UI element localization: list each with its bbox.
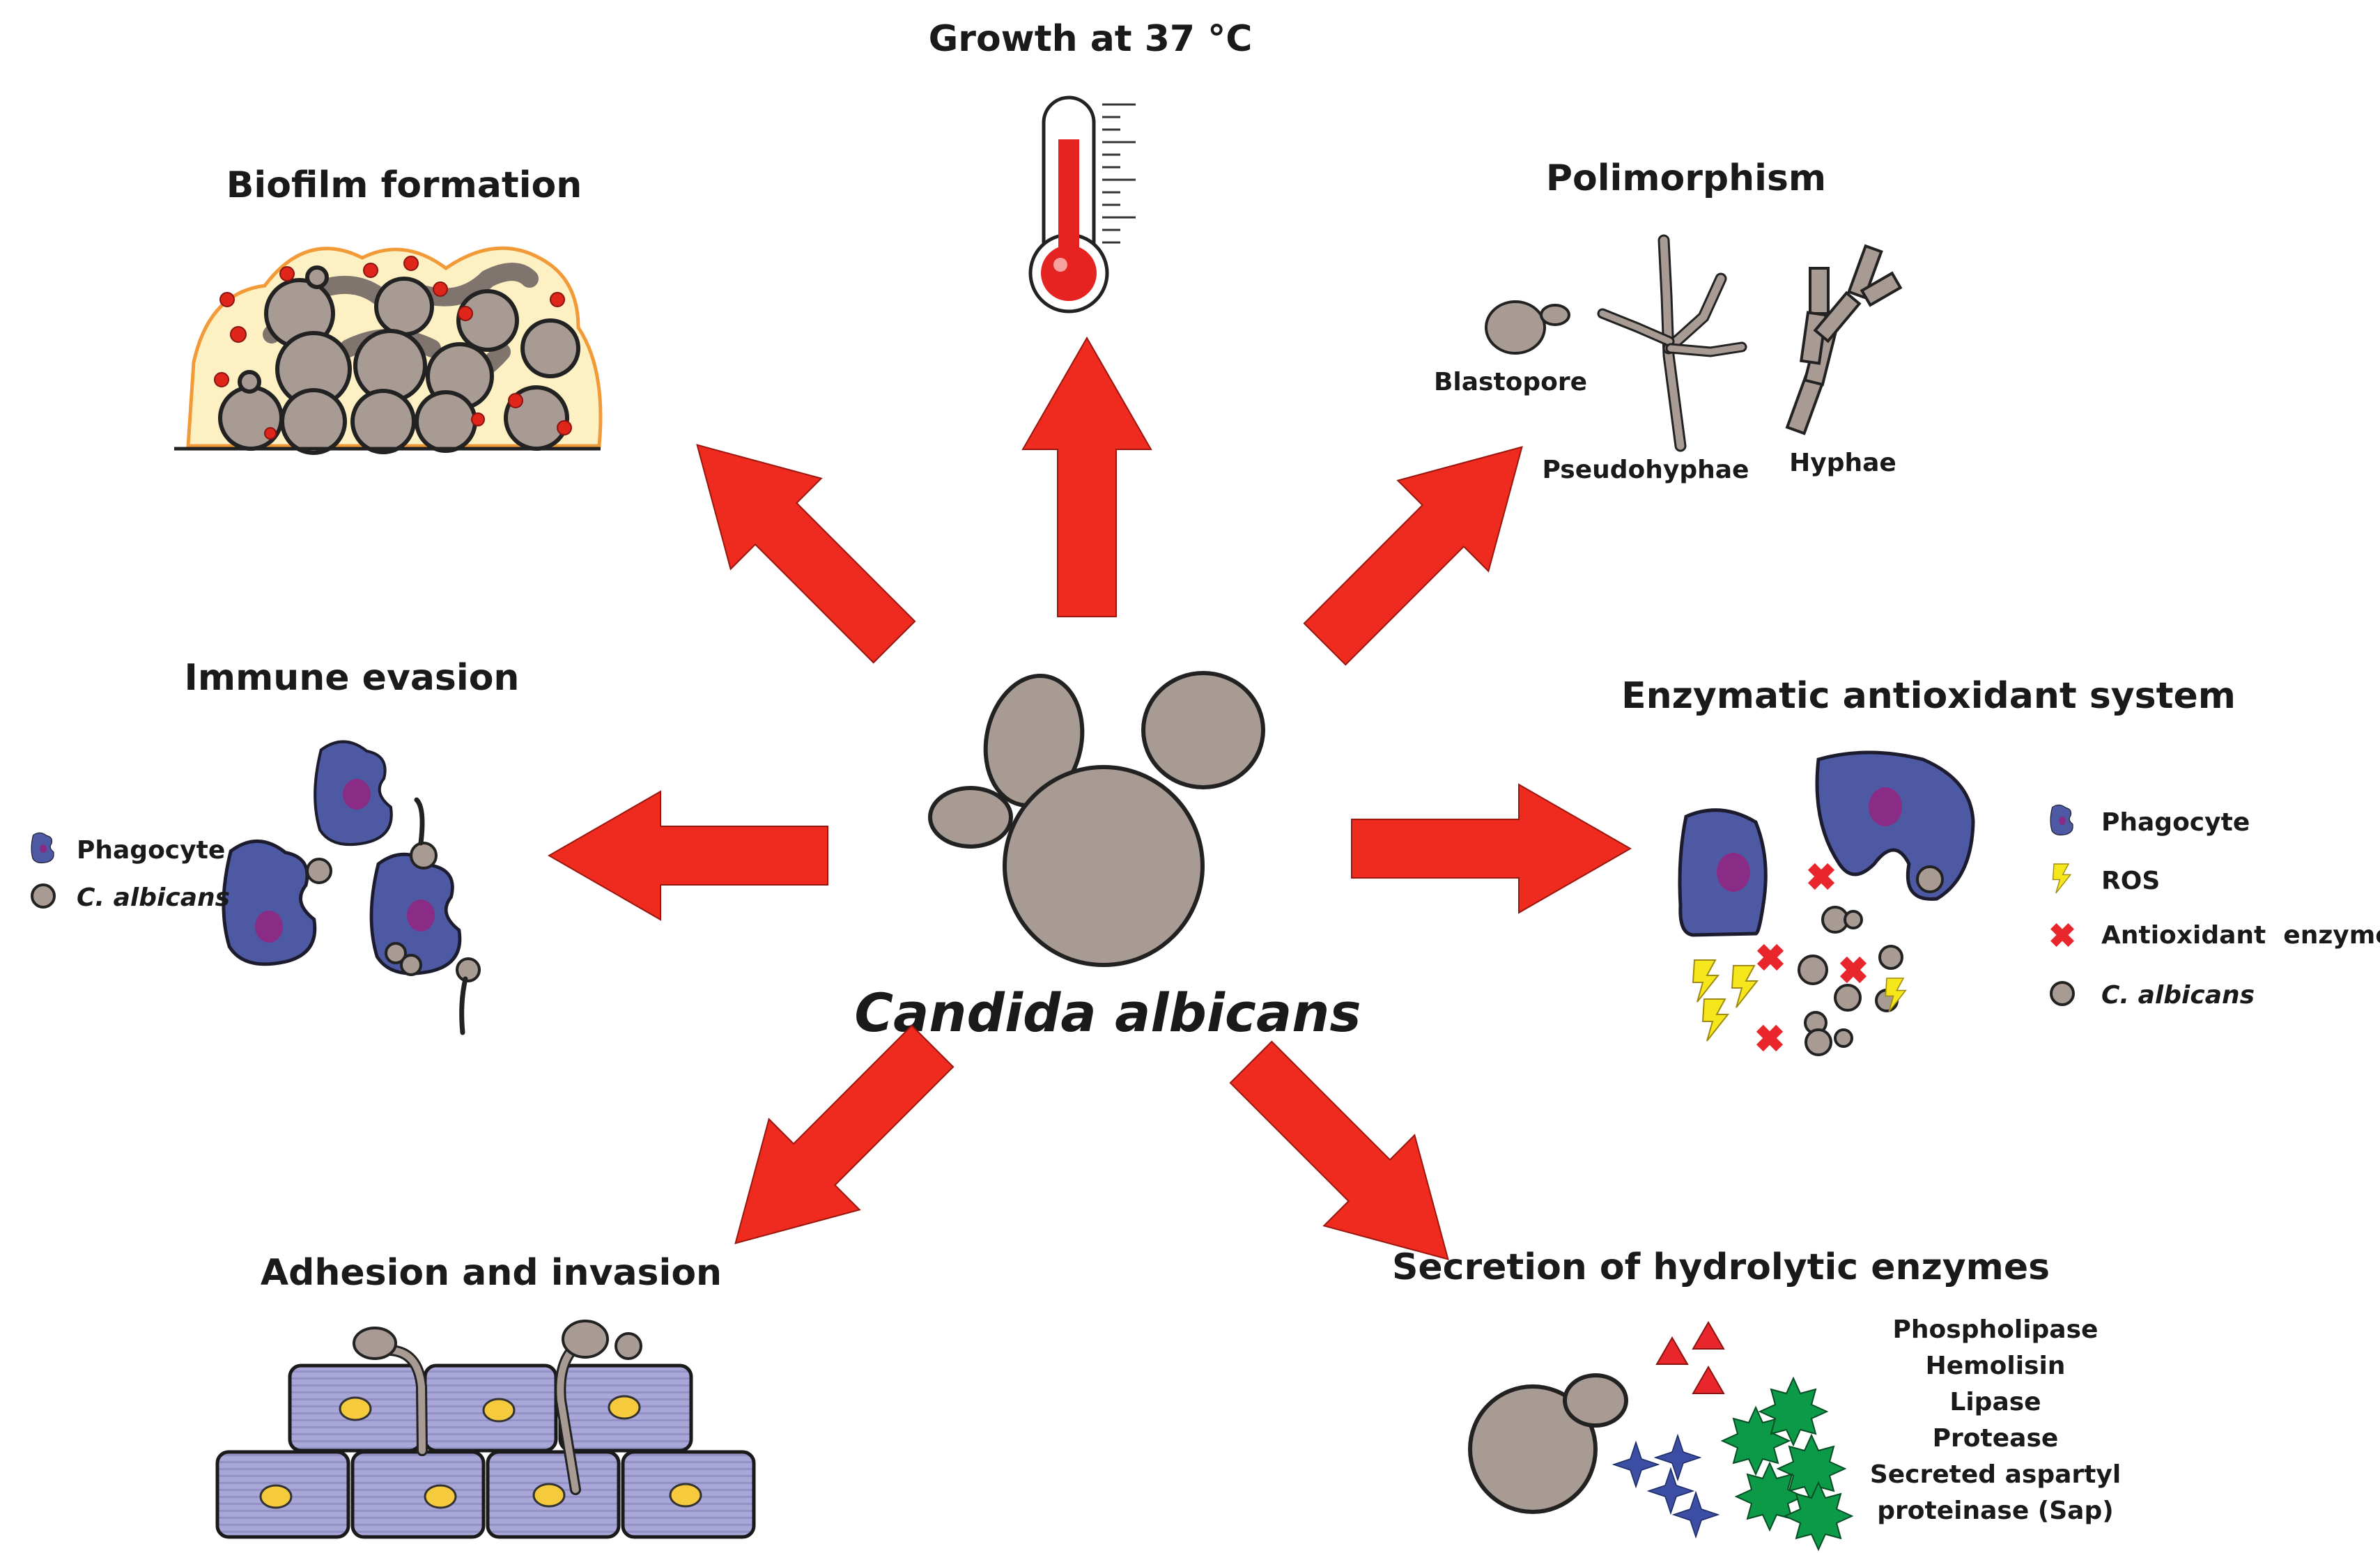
enzyme-phospholipase: Phospholipase	[1893, 1315, 2099, 1344]
antioxidant-title: Enzymatic antioxidant system	[1621, 675, 2236, 717]
blastopore-label: Blastopore	[1434, 368, 1587, 396]
enzyme-hemolisin: Hemolisin	[1926, 1352, 2066, 1380]
pseudohyphae-label: Pseudohyphae	[1543, 456, 1749, 484]
triangle-enzymes	[1655, 1321, 1725, 1394]
arrow-to-antioxidant	[1351, 783, 1632, 914]
immune-legend-c-albicans: C. albicans	[77, 883, 230, 912]
growth-title: Growth at 37 °C	[929, 18, 1253, 60]
hydrolytic-illustration	[1468, 1321, 1854, 1552]
pseudohyphae-icon	[1597, 234, 1747, 452]
immune-title: Immune evasion	[185, 657, 520, 699]
arrow-to-adhesion	[734, 1024, 955, 1244]
sparkle-enzymes	[1612, 1433, 1720, 1539]
antioxidant-x-marks	[1756, 863, 1867, 1052]
hyphae-label: Hyphae	[1789, 449, 1896, 477]
center-candida-cells	[928, 671, 1265, 967]
lightning-icon	[2052, 863, 2071, 894]
star-enzymes	[1720, 1376, 1854, 1552]
enzyme-sap-line1: Secreted aspartyl	[1870, 1460, 2121, 1489]
adhesion-title: Adhesion and invasion	[261, 1252, 722, 1294]
biofilm-title: Biofilm formation	[226, 164, 582, 206]
antioxidant-illustration	[1678, 750, 1975, 1056]
antioxidant-legend-antioxidant-enzymes: Antioxidant enzymes	[2101, 921, 2380, 950]
immune-legend-phagocyte: Phagocyte	[77, 836, 225, 865]
enzyme-list: Phospholipase Hemolisin Lipase Protease …	[1870, 1315, 2121, 1525]
antioxidant-legend-ros: ROS	[2101, 867, 2160, 895]
antioxidant-legend-phagocyte: Phagocyte	[2101, 808, 2250, 837]
arrow-to-growth	[1021, 336, 1152, 617]
epithelium-illustration	[215, 1320, 756, 1539]
blastopore-cell-icon	[1485, 300, 1570, 355]
arrow-to-immune	[547, 790, 828, 921]
c-albicans-cell-icon	[31, 883, 56, 909]
arrow-to-hydrolytic	[1229, 1040, 1449, 1260]
hydrolytic-title: Secretion of hydrolytic enzymes	[1392, 1246, 2050, 1288]
immune-evasion-illustration	[224, 741, 481, 1035]
enzyme-protease: Protease	[1933, 1424, 2059, 1453]
x-mark-icon	[2050, 923, 2074, 947]
enzyme-sap-line2: proteinase (Sap)	[1877, 1497, 2113, 1525]
biofilm-illustration	[174, 246, 603, 455]
thermometer-icon	[1028, 95, 1136, 314]
antioxidant-legend-c-albicans: C. albicans	[2101, 981, 2255, 1010]
arrow-to-polymorphism	[1303, 446, 1523, 666]
polymorphism-title: Polimorphism	[1546, 157, 1826, 199]
c-albicans-cell-icon	[2050, 981, 2075, 1006]
enzyme-lipase: Lipase	[1949, 1388, 2041, 1416]
arrow-to-biofilm	[696, 444, 916, 664]
immune-legend: Phagocyte C. albicans	[31, 832, 230, 912]
hyphae-icon	[1785, 244, 1903, 435]
center-label: Candida albicans	[854, 982, 1361, 1044]
virulence-arrows	[547, 336, 1632, 1260]
antioxidant-legend: Phagocyte ROS Antioxidant enzymes C. alb…	[2050, 804, 2380, 1010]
